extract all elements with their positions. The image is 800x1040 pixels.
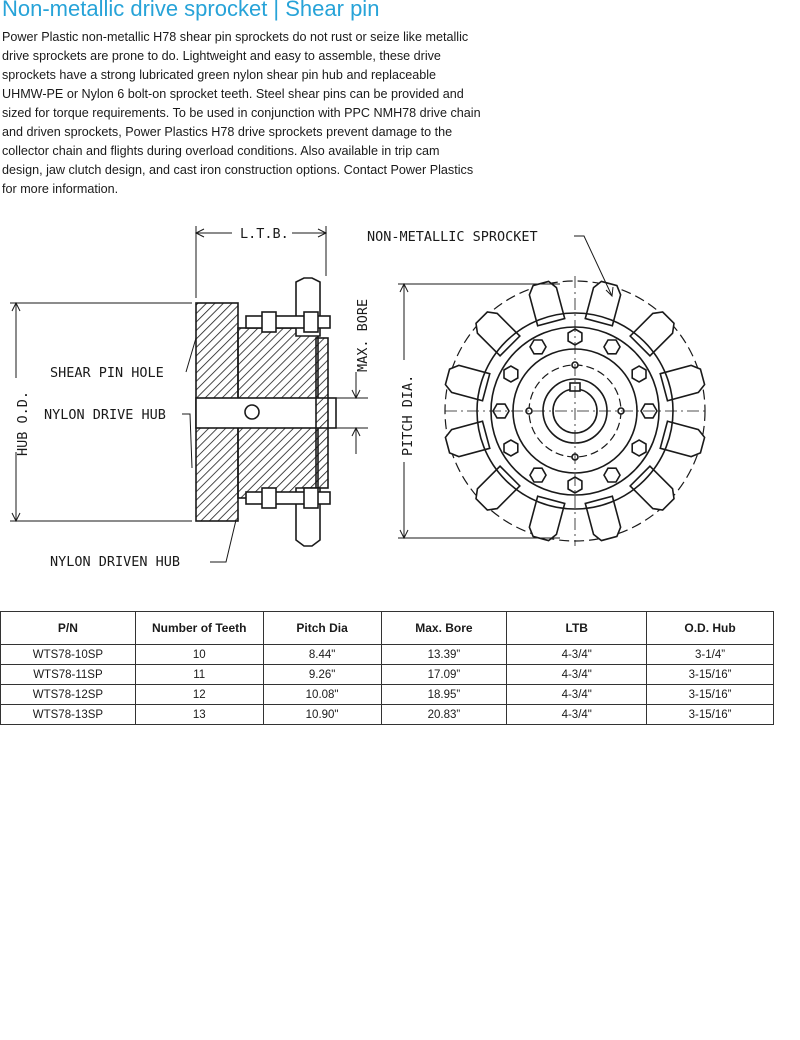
table-cell: 10.08" [262, 684, 382, 705]
bolt-head [631, 439, 647, 457]
sprocket-tooth [584, 280, 622, 327]
sprocket-tooth [659, 420, 706, 458]
table-row: WTS78-13SP 13 10.90" 20.83” 4-3/4" 3-15/… [0, 704, 774, 725]
table-cell: 3-15/16” [646, 704, 774, 725]
table-row: WTS78-12SP 12 10.08" 18.95” 4-3/4" 3-15/… [0, 684, 774, 705]
table-row: WTS78-10SP 10 8.44" 13.39” 4-3/4" 3-1/4” [0, 644, 774, 665]
column-header: LTB [506, 611, 648, 645]
sprocket-tooth [528, 280, 566, 327]
column-header: Max. Bore [380, 611, 508, 645]
bolt-head [529, 467, 547, 483]
bolt-head [529, 339, 547, 355]
table-cell: WTS78-11SP [0, 664, 136, 685]
sprocket-tooth [659, 364, 706, 402]
pitch-dia-label: PITCH DIA. [400, 375, 416, 456]
table-cell: 11 [134, 664, 264, 685]
front-view [398, 235, 706, 546]
column-header: Number of Teeth [134, 611, 264, 645]
bolt-head [603, 467, 621, 483]
table-cell: 3-15/16” [646, 684, 774, 705]
table-cell: 3-15/16” [646, 664, 774, 685]
column-header: O.D. Hub [646, 611, 774, 645]
table-cell: WTS78-13SP [0, 704, 136, 725]
nylon-driven-hub-label: NYLON DRIVEN HUB [50, 554, 180, 570]
max-bore-label: MAX. BORE [355, 299, 371, 372]
non-metallic-sprocket-label: NON-METALLIC SPROCKET [367, 229, 538, 245]
ltb-label: L.T.B. [240, 226, 289, 242]
shear-pin-hole-mark [244, 404, 260, 420]
table-cell: 12 [134, 684, 264, 705]
sprocket-tooth [444, 364, 491, 402]
table-cell: WTS78-10SP [0, 644, 136, 665]
table-cell: 9.26" [262, 664, 382, 685]
bolt-head [503, 365, 519, 383]
sprocket-tooth [528, 495, 566, 542]
page-title: Non-metallic drive sprocket | Shear pin [2, 0, 380, 21]
table-row: WTS78-11SP 11 9.26" 17.09” 4-3/4" 3-15/1… [0, 664, 774, 685]
column-header: Pitch Dia [262, 611, 382, 645]
sprocket-tooth [444, 420, 491, 458]
table-cell: 4-3/4" [506, 664, 648, 685]
table-cell: 4-3/4" [506, 704, 648, 725]
table-cell: 13 [134, 704, 264, 725]
sprocket-tooth [475, 311, 521, 357]
sprocket-tooth [584, 495, 622, 542]
table-header-row: P/N Number of Teeth Pitch Dia Max. Bore … [0, 611, 774, 645]
table-cell: 13.39” [380, 644, 508, 665]
shear-pin-hole-label: SHEAR PIN HOLE [50, 365, 164, 381]
table-cell: 10.90" [262, 704, 382, 725]
table-cell: 4-3/4" [506, 644, 648, 665]
table-cell: 8.44" [262, 644, 382, 665]
bolt-head [603, 339, 621, 355]
bolt-head [503, 439, 519, 457]
bolt-head [631, 365, 647, 383]
sprocket-tooth [475, 465, 521, 511]
side-section-view [10, 226, 368, 563]
table-cell: 4-3/4" [506, 684, 648, 705]
nylon-drive-hub-label: NYLON DRIVE HUB [44, 407, 166, 423]
sprocket-tooth [629, 311, 675, 357]
hub-od-label: HUB O.D. [15, 391, 31, 456]
table-cell: 3-1/4” [646, 644, 774, 665]
specs-table: P/N Number of Teeth Pitch Dia Max. Bore … [0, 611, 774, 725]
sprocket-technical-drawing: L.T.B. NON-METALLIC SPROCKET MAX. BORE H… [10, 226, 706, 570]
table-cell: 18.95” [380, 684, 508, 705]
table-cell: WTS78-12SP [0, 684, 136, 705]
table-cell: 17.09” [380, 664, 508, 685]
column-header: P/N [0, 611, 136, 645]
sprocket-bolt-heads [492, 328, 658, 494]
sprocket-tooth [629, 465, 675, 511]
table-cell: 20.83” [380, 704, 508, 725]
product-description: Power Plastic non-metallic H78 shear pin… [2, 30, 481, 196]
table-cell: 10 [134, 644, 264, 665]
